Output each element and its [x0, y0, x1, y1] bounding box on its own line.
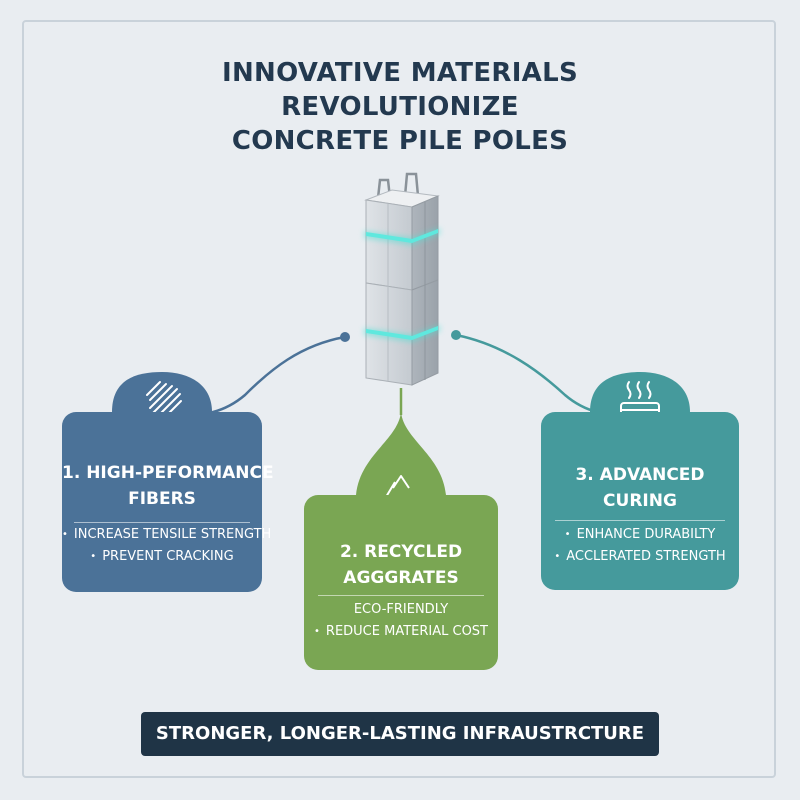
concrete-pile-icon [364, 172, 440, 386]
glow-joint-lower [364, 325, 440, 342]
card-advanced-curing: 3. ADVANCED CURING •ENHANCE DURABILTY •A… [541, 412, 739, 590]
card-1-divider [74, 522, 250, 523]
title-line-3: CONCRETE PILE POLES [231, 126, 569, 156]
title-line-1: INNOVATIVE MATERIALS [222, 58, 578, 88]
card-2-bullets: ECO-FRIENDLY •REDUCE MATERIAL COST [304, 599, 498, 643]
card-2-title-line-2: AGGGRATES [343, 568, 459, 588]
card-3-title: 3. ADVANCED CURING [541, 462, 739, 514]
card-2-bullet-1: ECO-FRIENDLY [304, 599, 498, 621]
card-1-bullet-2: •PREVENT CRACKING [90, 549, 234, 564]
card-1-title: 1. HIGH-PEFORMANCE FIBERS [62, 460, 274, 512]
glow-joint-upper [364, 228, 440, 245]
card-1-title-line-1: 1. HIGH-PEFORMANCE [62, 463, 274, 483]
card-3-bullets: •ENHANCE DURABILTY •ACCLERATED STRENGTH [541, 524, 739, 568]
card-1-bullet-1-text: INCREASE TENSILE STRENGTH [73, 527, 272, 542]
card-2-title: 2. RECYCLED AGGGRATES [304, 539, 498, 591]
card-3-bullet-2: •ACCLERATED STRENGTH [554, 549, 726, 564]
title-line-2: REVOLUTIONIZE [281, 92, 519, 122]
card-3-title-line-1: 3. ADVANCED [575, 465, 705, 485]
card-3-bullet-2-text: ACCLERATED STRENGTH [566, 549, 726, 564]
card-2-bullet-1-text: ECO-FRIENDLY [353, 602, 449, 617]
card-2-bullet-2-text: REDUCE MATERIAL COST [325, 624, 488, 639]
card-recycled-aggregates: 2. RECYCLED AGGGRATES ECO-FRIENDLY •REDU… [304, 495, 498, 670]
card-1-bullets: •INCREASE TENSILE STRENGTH •PREVENT CRAC… [62, 524, 272, 568]
card-1-tab [112, 372, 212, 412]
card-1-bullet-2-text: PREVENT CRACKING [102, 549, 234, 564]
connector-node-fibers [340, 332, 350, 342]
card-1-title-line-2: FIBERS [128, 489, 196, 509]
card-2-tab [356, 412, 446, 495]
connector-node-curing [451, 330, 461, 340]
card-3-divider [555, 520, 725, 521]
card-1-bullet-1: •INCREASE TENSILE STRENGTH [62, 527, 272, 542]
footer-banner: STRONGER, LONGER-LASTING INFRAUSTRCTURE [141, 712, 659, 756]
card-2-bullet-2: •REDUCE MATERIAL COST [314, 624, 488, 639]
page-frame [22, 20, 776, 778]
card-3-title-line-2: CURING [603, 491, 677, 511]
card-2-divider [318, 595, 484, 596]
card-high-performance-fibers: 1. HIGH-PEFORMANCE FIBERS •INCREASE TENS… [62, 412, 274, 592]
card-3-bullet-1: •ENHANCE DURABILTY [564, 527, 716, 542]
card-3-bullet-1-text: ENHANCE DURABILTY [576, 527, 716, 542]
card-2-title-line-1: 2. RECYCLED [339, 542, 463, 562]
page-title: INNOVATIVE MATERIALS REVOLUTIONIZE CONCR… [0, 56, 800, 158]
